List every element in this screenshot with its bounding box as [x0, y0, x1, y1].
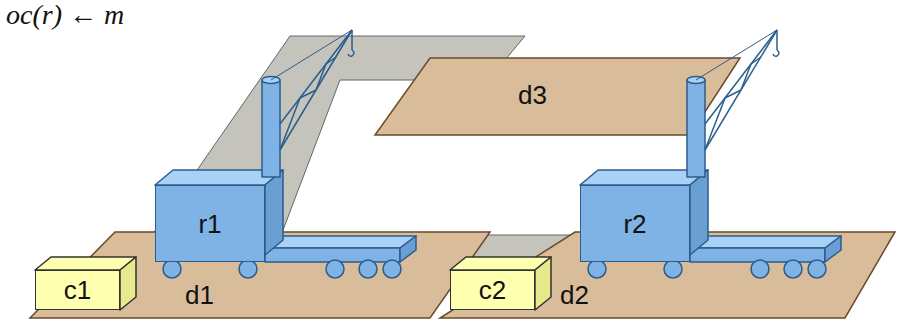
container-box: c2 — [450, 270, 535, 310]
robot-label: r2 — [623, 211, 646, 237]
container-c1-faces — [35, 257, 136, 310]
crane-r2-parts — [588, 260, 606, 278]
dock-area: d1r1c1 — [30, 232, 490, 318]
crane-r1-parts — [262, 80, 280, 177]
crane-r2-parts — [773, 50, 779, 56]
crane-r2-parts — [784, 260, 802, 278]
crane-r2-parts — [751, 260, 769, 278]
crane-r1-parts — [239, 260, 257, 278]
crane-r2-parts — [751, 57, 761, 64]
crane-r1-parts — [359, 260, 377, 278]
crane-r1-parts — [326, 57, 336, 64]
crane-r1-parts — [163, 260, 181, 278]
crane-r1-parts — [265, 170, 283, 255]
dock-label: d3 — [518, 82, 547, 108]
crane-r1-parts — [271, 30, 352, 80]
dock-label: d2 — [560, 282, 589, 308]
crane-r2-parts — [725, 90, 741, 98]
dock-outline — [375, 58, 740, 135]
crane-r2-parts — [808, 260, 826, 278]
container-c1-faces — [35, 257, 136, 270]
crane-r1-parts — [383, 260, 401, 278]
crane-r2-parts — [776, 30, 778, 50]
crane-r2-parts — [741, 64, 751, 90]
crane-r1-parts — [265, 236, 416, 248]
container-c2-faces — [450, 257, 551, 310]
container-label: c1 — [64, 277, 91, 303]
crane-r1-parts — [351, 30, 353, 50]
crane-r1-parts — [280, 30, 352, 150]
crane-body: r1 — [155, 185, 265, 262]
formula-text: oc(r) ← m — [6, 0, 124, 29]
container-c2-faces — [450, 257, 551, 270]
container-box: c1 — [35, 270, 120, 310]
crane-r2-parts — [690, 236, 841, 248]
crane-r1-parts — [348, 50, 354, 56]
dock-area: d3 — [375, 58, 740, 135]
crane-r2-parts — [696, 30, 777, 80]
container-label: c2 — [479, 277, 506, 303]
dock-area: d2r2c2 — [440, 232, 900, 318]
crane-r2-parts — [690, 170, 708, 255]
robot-label: r1 — [198, 211, 221, 237]
crane-body: r2 — [580, 185, 690, 262]
dock-shape — [375, 58, 740, 135]
crane-r2-parts — [687, 80, 705, 177]
dock-label: d1 — [185, 282, 214, 308]
crane-r1-parts — [280, 30, 352, 124]
crane-r1-parts — [155, 30, 416, 278]
crane-r2-parts — [664, 260, 682, 278]
crane-r1-parts — [326, 260, 344, 278]
crane-r1-parts — [280, 98, 300, 150]
crane-r1-parts — [300, 90, 316, 98]
crane-r1-parts — [316, 64, 326, 90]
